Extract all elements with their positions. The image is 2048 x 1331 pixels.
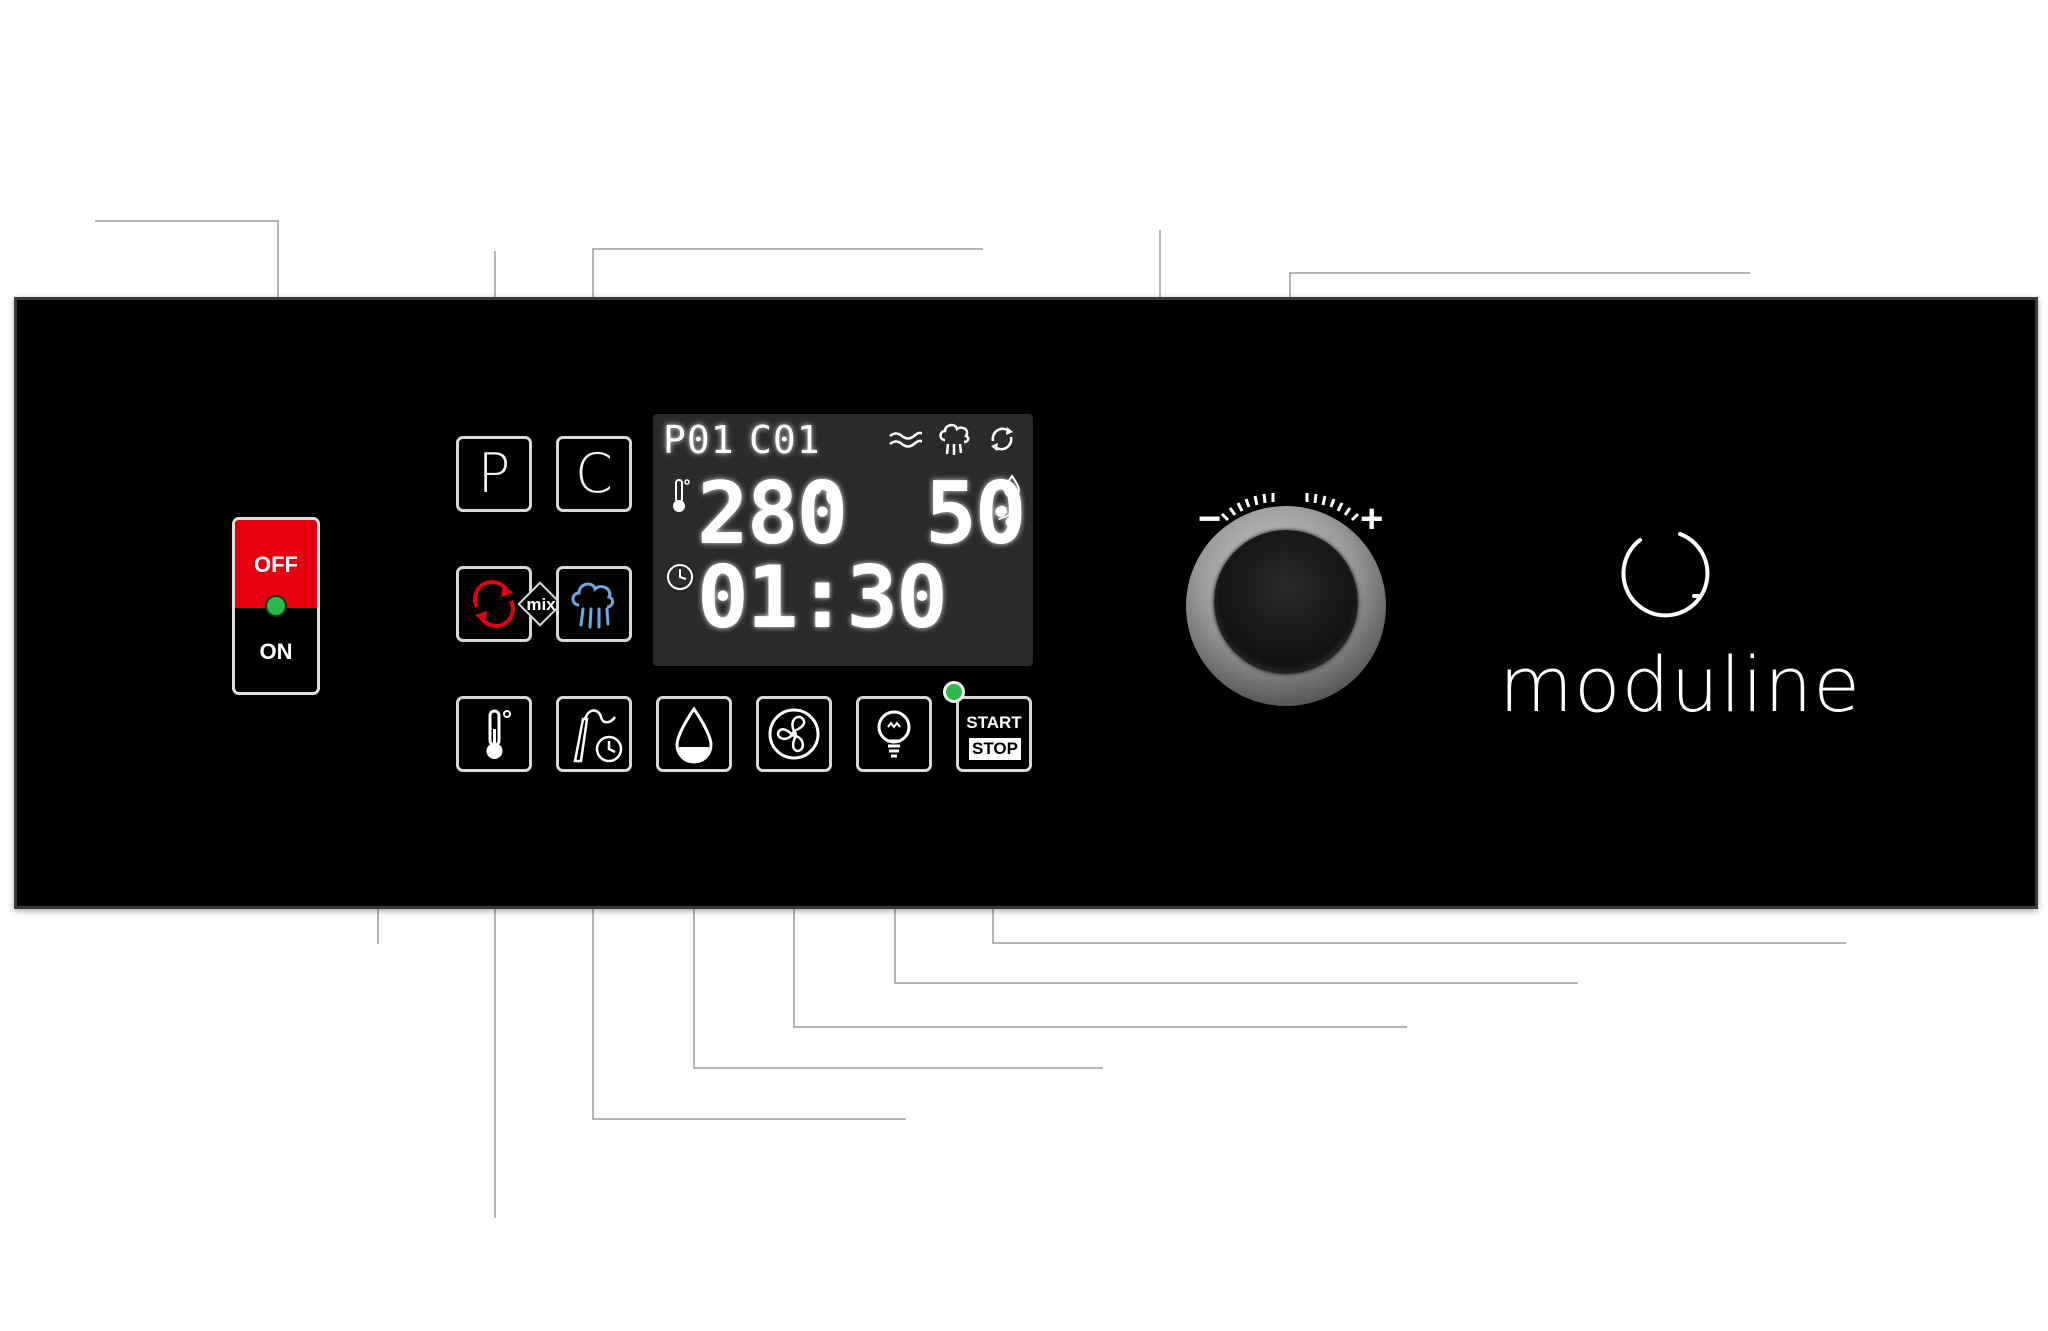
steam-icon <box>571 582 615 629</box>
display-humidity-unit: % <box>997 500 1016 535</box>
display-steam-icon <box>939 423 970 455</box>
display-program-number: P01 <box>663 418 735 462</box>
temperature-button[interactable] <box>456 696 532 772</box>
display-cycle-number: C01 <box>749 418 821 462</box>
fan-icon <box>768 708 820 760</box>
leader-line-probe-timer <box>592 846 906 1120</box>
power-switch[interactable]: OFF ON <box>232 517 320 695</box>
display-fan-cycle-icon <box>991 427 1013 451</box>
display-time: 01:30 <box>697 548 948 648</box>
display-drop-icon <box>1003 474 1021 498</box>
power-on-label: ON <box>259 639 293 664</box>
moduline-logo-icon <box>1621 532 1710 618</box>
humidity-drop-icon <box>675 706 713 764</box>
display-clock-icon <box>667 564 693 590</box>
dial-minus-label: − <box>1198 497 1221 541</box>
brand-name: moduline <box>1498 640 1862 729</box>
convection-icon <box>473 580 515 628</box>
display-thermometer-icon <box>673 479 690 512</box>
humidity-button[interactable] <box>656 696 732 772</box>
dial-plus-label: + <box>1360 497 1383 541</box>
start-stop-button[interactable]: START STOP <box>956 696 1032 772</box>
fan-button[interactable] <box>756 696 832 772</box>
mix-label: mix <box>526 595 556 614</box>
steam-button[interactable] <box>556 566 632 642</box>
dial-scale: − + <box>1180 470 1400 690</box>
program-button[interactable]: P <box>456 436 532 512</box>
thermometer-icon <box>486 709 511 759</box>
display-temperature-unit: °C <box>809 482 841 512</box>
light-bulb-icon <box>877 710 911 758</box>
cooking-button[interactable]: C <box>556 436 632 512</box>
start-indicator-led <box>943 681 965 703</box>
mix-combi-indicator[interactable]: mix <box>517 581 563 627</box>
knob-cap <box>1214 530 1358 674</box>
display-temperature: 280 <box>697 464 848 564</box>
core-probe-timer-icon <box>573 709 623 763</box>
stop-label: STOP <box>969 738 1021 760</box>
light-button[interactable] <box>856 696 932 772</box>
start-label: START <box>966 713 1022 732</box>
wave-icon <box>889 431 922 448</box>
lcd-display: P01 C01 280 °C 50 % 01:30 <box>653 414 1033 666</box>
core-probe-timer-button[interactable] <box>556 696 632 772</box>
leader-line-humidity <box>693 846 1103 1069</box>
control-knob[interactable] <box>1186 506 1386 706</box>
dial-scale-marks: − + <box>1198 493 1383 541</box>
power-indicator-led <box>265 595 287 617</box>
power-off-label: OFF <box>235 520 317 608</box>
